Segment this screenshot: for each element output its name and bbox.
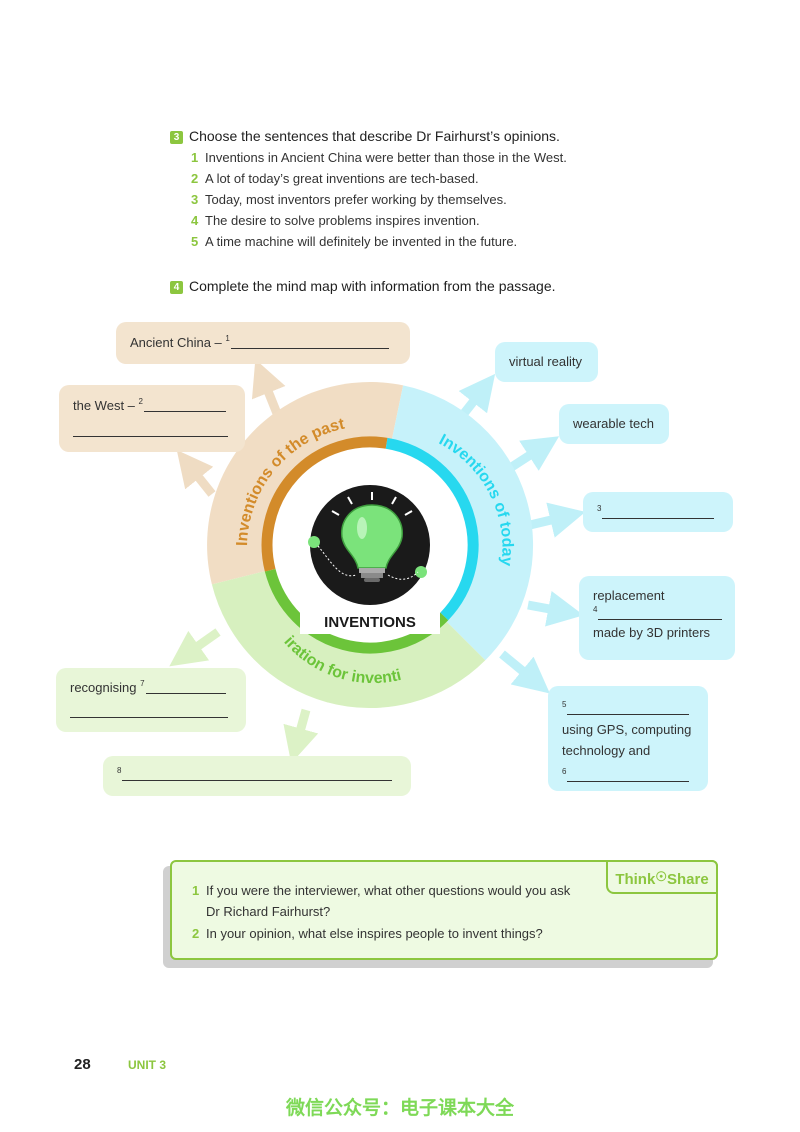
light-bulb-icon — [308, 492, 427, 582]
watermark-text: 微信公众号：电子课本大全 — [285, 1098, 514, 1119]
box-recognising: recognising 7 — [56, 668, 246, 732]
exercise-4-heading: 4 Complete the mind map with information … — [170, 278, 556, 294]
inner-ring — [261, 436, 479, 654]
think-share-tag: Think☉Share — [606, 860, 718, 894]
blank-7-line2[interactable] — [70, 704, 228, 718]
arrows — [169, 359, 586, 764]
blank-2-line2[interactable] — [73, 423, 228, 437]
box-gps: 5 using GPS, computing technology and 6 — [548, 686, 708, 791]
blank-8[interactable] — [122, 767, 393, 781]
blank-4[interactable] — [598, 606, 723, 620]
blank-5[interactable] — [567, 701, 690, 715]
exercise-3-title: Choose the sentences that describe Dr Fa… — [189, 128, 560, 144]
exercise-4-title: Complete the mind map with information f… — [189, 278, 556, 294]
exercise-4-number: 4 — [170, 281, 183, 294]
box-blank-8: 8 — [103, 756, 411, 796]
unit-label: UNIT 3 — [128, 1058, 167, 1072]
box-virtual-reality: virtual reality — [495, 342, 598, 382]
exercise-3-number: 3 — [170, 131, 183, 144]
blank-2[interactable] — [143, 398, 226, 412]
center-label-band — [300, 606, 440, 634]
box-replacement: replacement 4 made by 3D printers — [579, 576, 735, 660]
blank-3[interactable] — [602, 505, 715, 519]
blank-7[interactable] — [145, 680, 226, 694]
mind-map-graphic: INVENTIONS Inventions of the past Invent… — [0, 300, 586, 764]
box-wearable-tech: wearable tech — [559, 404, 669, 444]
box-the-west: the West – 2 — [59, 385, 245, 452]
blank-6[interactable] — [567, 768, 690, 782]
light-bulb-small-icon: ☉ — [655, 869, 667, 884]
box-blank-3: 3 — [583, 492, 733, 532]
center-label: INVENTIONS — [324, 614, 416, 631]
page-number: 28 — [74, 1056, 91, 1073]
blank-1[interactable] — [230, 335, 389, 349]
box-ancient-china: Ancient China – 1 — [116, 322, 410, 364]
exercise-3-heading: 3 Choose the sentences that describe Dr F… — [170, 128, 560, 144]
